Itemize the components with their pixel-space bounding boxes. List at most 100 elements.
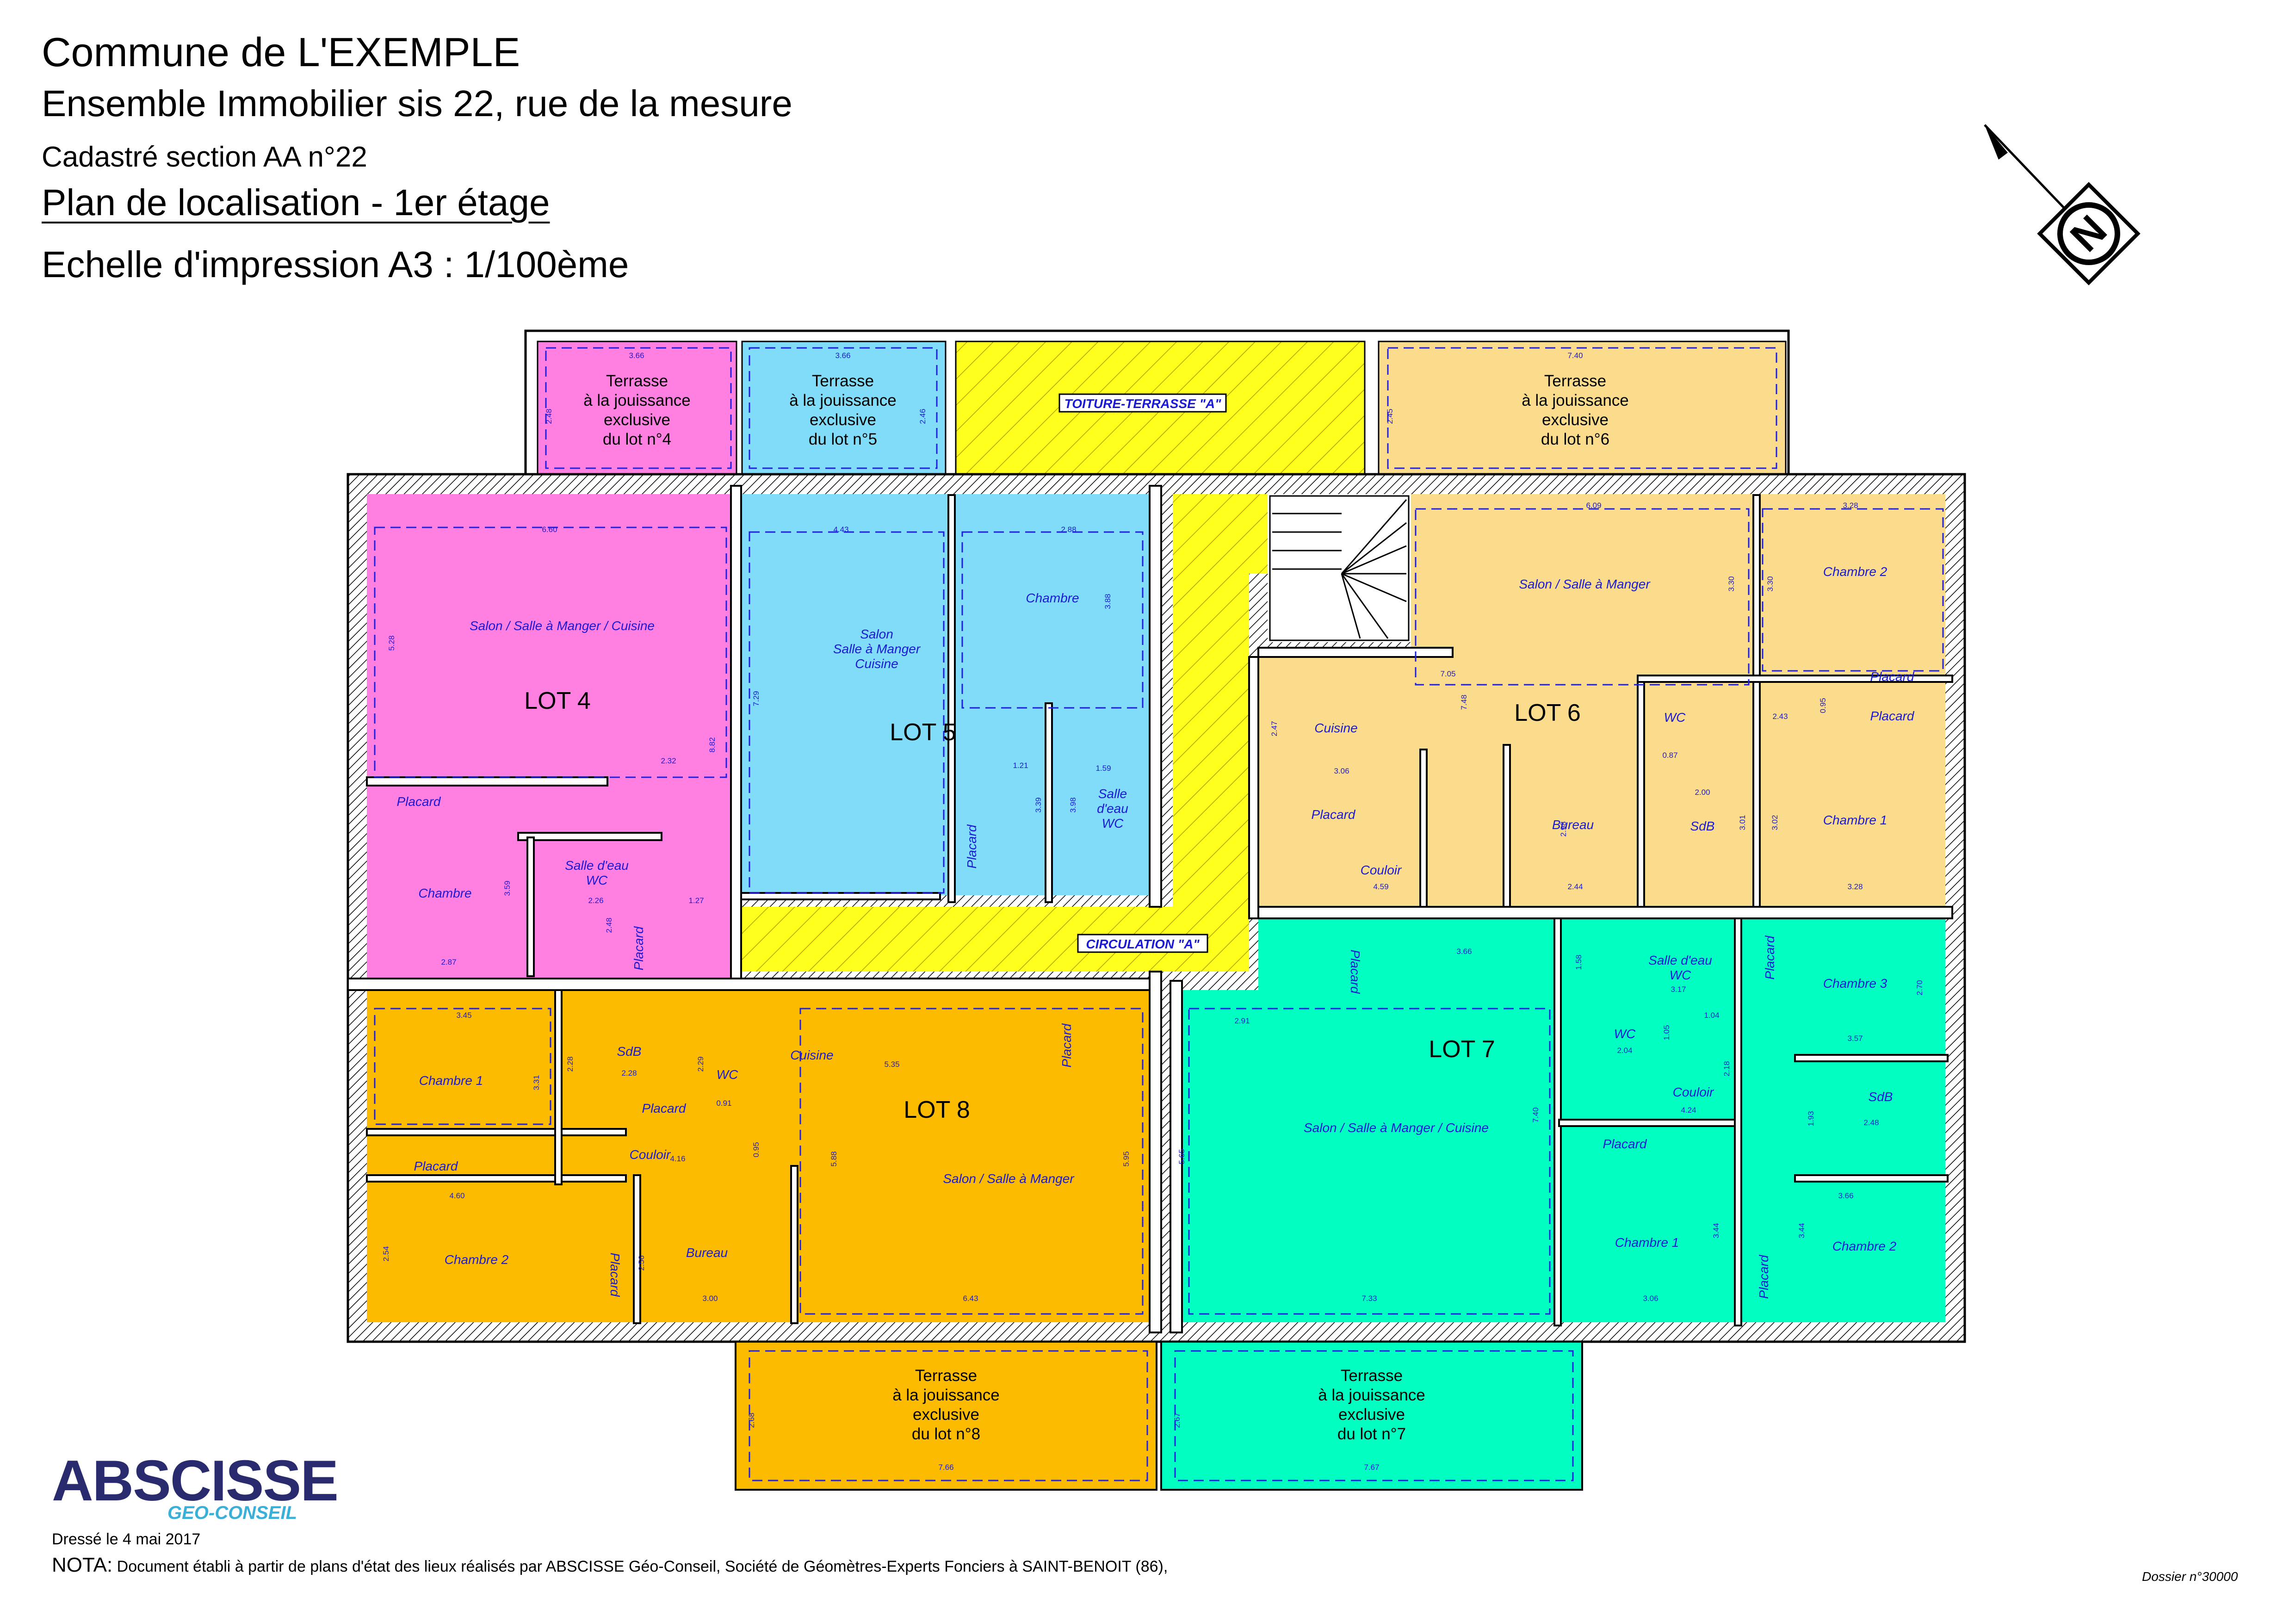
room-l8-cuisine: Cuisine [790,1048,833,1062]
dim: 1.93 [1807,1111,1815,1126]
room-l4-placard: Placard [397,794,441,809]
dim: 2.28 [621,1069,637,1078]
terrace6-l3: exclusive [1542,411,1609,429]
terrace8-l4: du lot n°8 [912,1425,980,1443]
nota-text: Document établi à partir de plans d'état… [112,1558,1168,1575]
dim: 2.87 [441,958,456,966]
room-l8-sdb: SdB [617,1044,642,1059]
room-l8-placard-c: Placard [414,1159,458,1173]
dim: 2.46 [918,409,927,424]
drawn-date: Dressé le 4 mai 2017 [52,1530,201,1548]
dim: 5.65 [1177,1149,1186,1164]
room-l5-salle-manger: Salle à Manger [833,642,921,656]
dim: 7.40 [1567,351,1583,360]
room-l7-placard-b: Placard [1763,935,1777,979]
dim: 3.00 [702,1294,718,1303]
dim: 3.66 [629,351,644,360]
dim: 3.02 [1770,815,1779,830]
toiture-label: TOITURE-TERRASSE "A" [1064,396,1221,411]
room-l4-wc: WC [586,873,608,887]
dim: 2.45 [1386,409,1394,424]
dim: 3.28 [1847,882,1863,891]
room-l7-salle-wc: WC [1670,968,1691,982]
dim: 2.67 [1173,1412,1182,1428]
nota-label: NOTA: [52,1554,113,1576]
dim: 3.39 [1034,797,1043,812]
dim: 7.48 [1460,694,1468,710]
dim: 2.54 [382,1246,390,1261]
terrace7-l1: Terrasse [1341,1367,1403,1385]
dim: 2.88 [1061,525,1076,534]
dim: 7.29 [752,691,761,706]
dim: 2.32 [661,756,676,765]
room-l8-couloir: Couloir [630,1147,671,1162]
room-l7-placard-a: Placard [1348,950,1362,994]
room-l7-chambre1: Chambre 1 [1615,1235,1679,1250]
dim: 3.30 [1766,576,1775,591]
dimension-lines [374,508,1944,1315]
room-l6-wc: WC [1664,710,1686,725]
dim: 4.24 [1681,1106,1696,1115]
dim: 5.28 [387,635,396,650]
interior-walls [347,485,1953,1333]
terrace4-l4: du lot n°4 [603,430,671,448]
stairwell [1268,494,1411,642]
room-l4-salle-eau: Salle d'eau [565,858,629,873]
room-l7-salon: Salon / Salle à Manger / Cuisine [1304,1121,1489,1135]
room-l6-chambre1: Chambre 1 [1823,813,1888,827]
dim: 3.45 [456,1011,471,1020]
room-l6-salon: Salon / Salle à Manger [1519,577,1651,591]
room-l4-salon: Salon / Salle à Manger / Cuisine [470,619,655,633]
room-l7-placard-d: Placard [1757,1254,1771,1299]
dim: 5.88 [829,1151,838,1166]
ensemble-title: Ensemble Immobilier sis 22, rue de la me… [42,83,792,124]
dim: 6.43 [963,1294,978,1303]
dim: 3.66 [1838,1191,1853,1200]
room-l5-chambre: Chambre [1026,591,1079,605]
dim: 1.04 [1704,1011,1719,1020]
dim: 2.91 [1234,1016,1250,1025]
dim: 4.16 [670,1154,685,1163]
terrace7-l2: à la jouissance [1318,1386,1425,1404]
circulation-area [741,494,1268,972]
terrace8-l1: Terrasse [915,1367,977,1385]
terrace5-l1: Terrasse [812,372,874,390]
lot7-label: LOT 7 [1429,1036,1495,1063]
room-l8-placard-a: Placard [642,1101,687,1115]
dim: 2.29 [696,1056,705,1072]
dim: 2.48 [605,917,613,933]
dim: 2.48 [1863,1118,1879,1127]
terrace6-l2: à la jouissance [1522,391,1629,409]
dim: 1.05 [1662,1025,1671,1040]
room-l8-bureau: Bureau [686,1245,728,1260]
dim: 2.48 [545,409,553,424]
dim: 5.35 [884,1060,899,1069]
dim: 2.98 [1559,821,1568,836]
dim: 7.40 [1531,1107,1540,1122]
room-l4-placard2: Placard [631,926,646,970]
room-l8-placard-d: Placard [608,1253,622,1297]
dim: 2.56 [637,1255,646,1270]
commune-title: Commune de L'EXEMPLE [42,29,520,75]
dim: 1.58 [1574,954,1583,970]
dim: 2.43 [1772,712,1788,721]
room-l5-salon: Salon [860,627,893,641]
room-l6-placard-b: Placard [1870,709,1915,723]
dim: 2.70 [1915,980,1924,995]
dim: 0.95 [752,1142,761,1157]
dim: 1.21 [1013,761,1028,770]
dim: 3.66 [1456,947,1472,956]
room-l6-chambre2: Chambre 2 [1823,564,1888,579]
dim: 3.66 [835,351,850,360]
dim: 2.44 [1567,882,1583,891]
dim: 2.04 [1617,1046,1632,1055]
dim: 4.60 [449,1191,464,1200]
room-l6-cuisine: Cuisine [1314,721,1357,735]
room-l6-couloir: Couloir [1361,863,1402,877]
dim: 0.87 [1662,751,1677,760]
room-l8-chambre1: Chambre 1 [419,1073,483,1088]
terrace5-l3: exclusive [810,411,876,429]
terrace-lot8 [735,1341,1157,1491]
dim: 3.31 [532,1075,541,1090]
